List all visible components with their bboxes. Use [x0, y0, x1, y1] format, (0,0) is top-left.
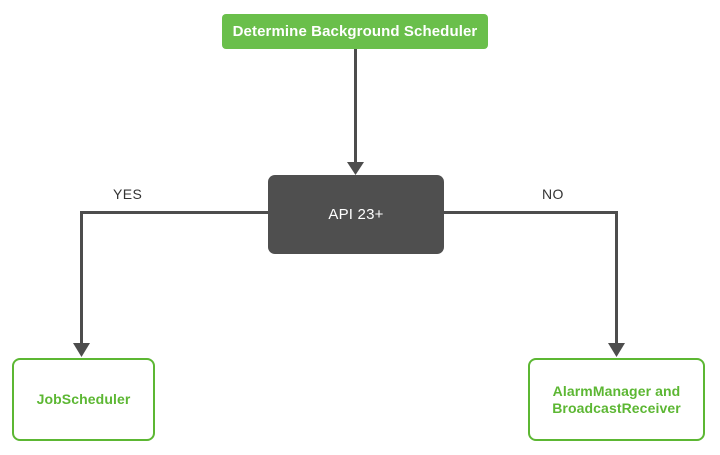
- node-alarmmanager-broadcastreceiver: AlarmManager and BroadcastReceiver: [528, 358, 705, 441]
- node-determine-background-scheduler: Determine Background Scheduler: [222, 14, 488, 49]
- connector-decision-to-jobscheduler: [73, 211, 270, 357]
- node-alarmmanager-label-line-2: BroadcastReceiver: [552, 399, 681, 416]
- node-decision-label: API 23+: [328, 205, 384, 223]
- connector-decision-to-alarmmanager: [442, 211, 625, 357]
- node-jobscheduler-label: JobScheduler: [36, 391, 131, 408]
- node-alarmmanager-label: AlarmManager and BroadcastReceiver: [552, 383, 681, 416]
- edge-label-no: NO: [542, 186, 564, 202]
- node-api-23-plus-decision: API 23+: [268, 175, 444, 254]
- node-jobscheduler: JobScheduler: [12, 358, 155, 441]
- node-alarmmanager-label-line-1: AlarmManager and: [552, 382, 681, 399]
- edge-label-yes: YES: [113, 186, 143, 202]
- node-start-label: Determine Background Scheduler: [232, 22, 478, 40]
- connector-start-to-decision: [347, 48, 364, 175]
